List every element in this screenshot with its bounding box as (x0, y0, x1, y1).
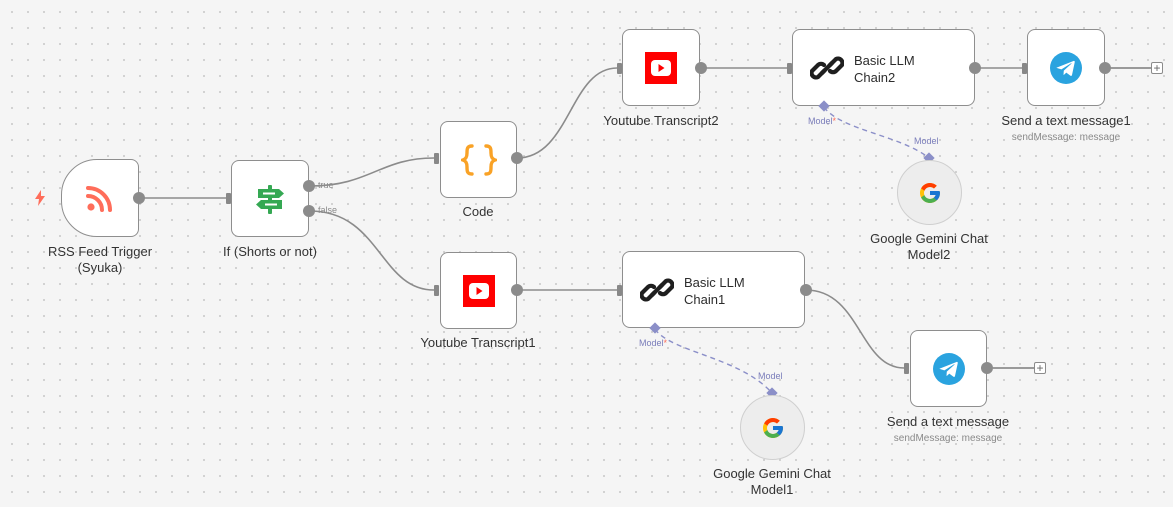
telegram-add-connector (993, 367, 1034, 369)
telegram1-input-handle[interactable] (1022, 63, 1027, 74)
telegram-node-subtitle: sendMessage: message (893, 433, 1003, 444)
telegram1-output-handle[interactable] (1099, 62, 1111, 74)
rss-output-handle[interactable] (133, 192, 145, 204)
if-true-output-handle[interactable] (303, 180, 315, 192)
youtube-icon (645, 51, 677, 84)
yt2-node-label: Youtube Transcript2 (603, 113, 719, 128)
telegram1-add-connector (1111, 67, 1151, 69)
edge-if-true-to-code (309, 157, 435, 187)
basic-llm-chain2-node[interactable]: Basic LLM Chain2 (792, 29, 975, 106)
google-g-icon (919, 182, 940, 203)
basic-llm-chain1-node[interactable]: Basic LLM Chain1 (622, 251, 805, 328)
edge-chain1-to-telegram (805, 289, 905, 369)
chain2-output-handle[interactable] (969, 62, 981, 74)
chain1-model-port-label: Model* (639, 338, 668, 348)
telegram1-node-label: Send a text message1 (1001, 113, 1131, 128)
edge-model-gemini2-to-chain2 (823, 106, 930, 159)
code-node[interactable] (440, 121, 517, 198)
rss-feed-trigger-node[interactable] (61, 159, 139, 237)
edge-model-gemini1-to-chain1 (654, 328, 773, 394)
rss-trigger-label: RSS Feed Trigger (Syuka) (47, 244, 153, 275)
telegram1-add-node-button[interactable]: + (1151, 62, 1163, 74)
telegram-input-handle[interactable] (904, 363, 909, 374)
youtube-transcript2-node[interactable] (622, 29, 700, 106)
send-text-message1-node[interactable] (1027, 29, 1105, 106)
if-false-output-handle[interactable] (303, 205, 315, 217)
code-output-handle[interactable] (511, 152, 523, 164)
google-gemini-chat-model1-node[interactable] (740, 395, 805, 460)
chain1-title: Basic LLM Chain1 (684, 275, 745, 307)
gemini1-port-label: Model (758, 371, 783, 381)
youtube-transcript1-node[interactable] (440, 252, 517, 329)
gemini1-node-label: Google Gemini Chat Model1 (713, 466, 831, 497)
edge-code-to-yt2 (516, 67, 618, 159)
if-node-label: If (Shorts or not) (223, 244, 317, 259)
if-false-branch-label: false (318, 205, 338, 215)
yt2-output-handle[interactable] (695, 62, 707, 74)
trigger-bolt-icon (35, 190, 45, 206)
yt2-input-handle[interactable] (617, 63, 622, 74)
telegram-icon (932, 352, 965, 385)
youtube-icon (462, 274, 495, 307)
gemini2-node-label: Google Gemini Chat Model2 (870, 231, 988, 262)
yt1-output-handle[interactable] (511, 284, 523, 296)
chain-link-icon (640, 277, 674, 302)
code-input-handle[interactable] (434, 153, 439, 164)
telegram-node-label: Send a text message (886, 414, 1010, 429)
telegram1-node-subtitle: sendMessage: message (1011, 132, 1121, 143)
if-true-branch-label: true (318, 180, 334, 190)
rss-icon (86, 186, 112, 212)
google-gemini-chat-model2-node[interactable] (897, 160, 962, 225)
yt1-input-handle[interactable] (434, 285, 439, 296)
chain1-output-handle[interactable] (800, 284, 812, 296)
signpost-icon (256, 184, 284, 214)
yt1-node-label: Youtube Transcript1 (420, 335, 536, 350)
telegram-icon (1050, 51, 1082, 84)
gemini2-port-label: Model (914, 136, 939, 146)
chain2-input-handle[interactable] (787, 63, 792, 74)
curly-braces-icon (460, 143, 497, 176)
code-node-label: Code (462, 204, 494, 219)
edge-if-false-to-yt1 (309, 210, 435, 291)
telegram-output-handle[interactable] (981, 362, 993, 374)
google-g-icon (762, 417, 783, 438)
if-input-handle[interactable] (226, 193, 231, 204)
if-node[interactable] (231, 160, 309, 237)
send-text-message-node[interactable] (910, 330, 987, 407)
chain2-model-port-label: Model* (808, 116, 837, 126)
telegram-add-node-button[interactable]: + (1034, 362, 1046, 374)
chain-link-icon (810, 55, 844, 80)
chain1-input-handle[interactable] (617, 285, 622, 296)
chain2-title: Basic LLM Chain2 (854, 53, 915, 85)
